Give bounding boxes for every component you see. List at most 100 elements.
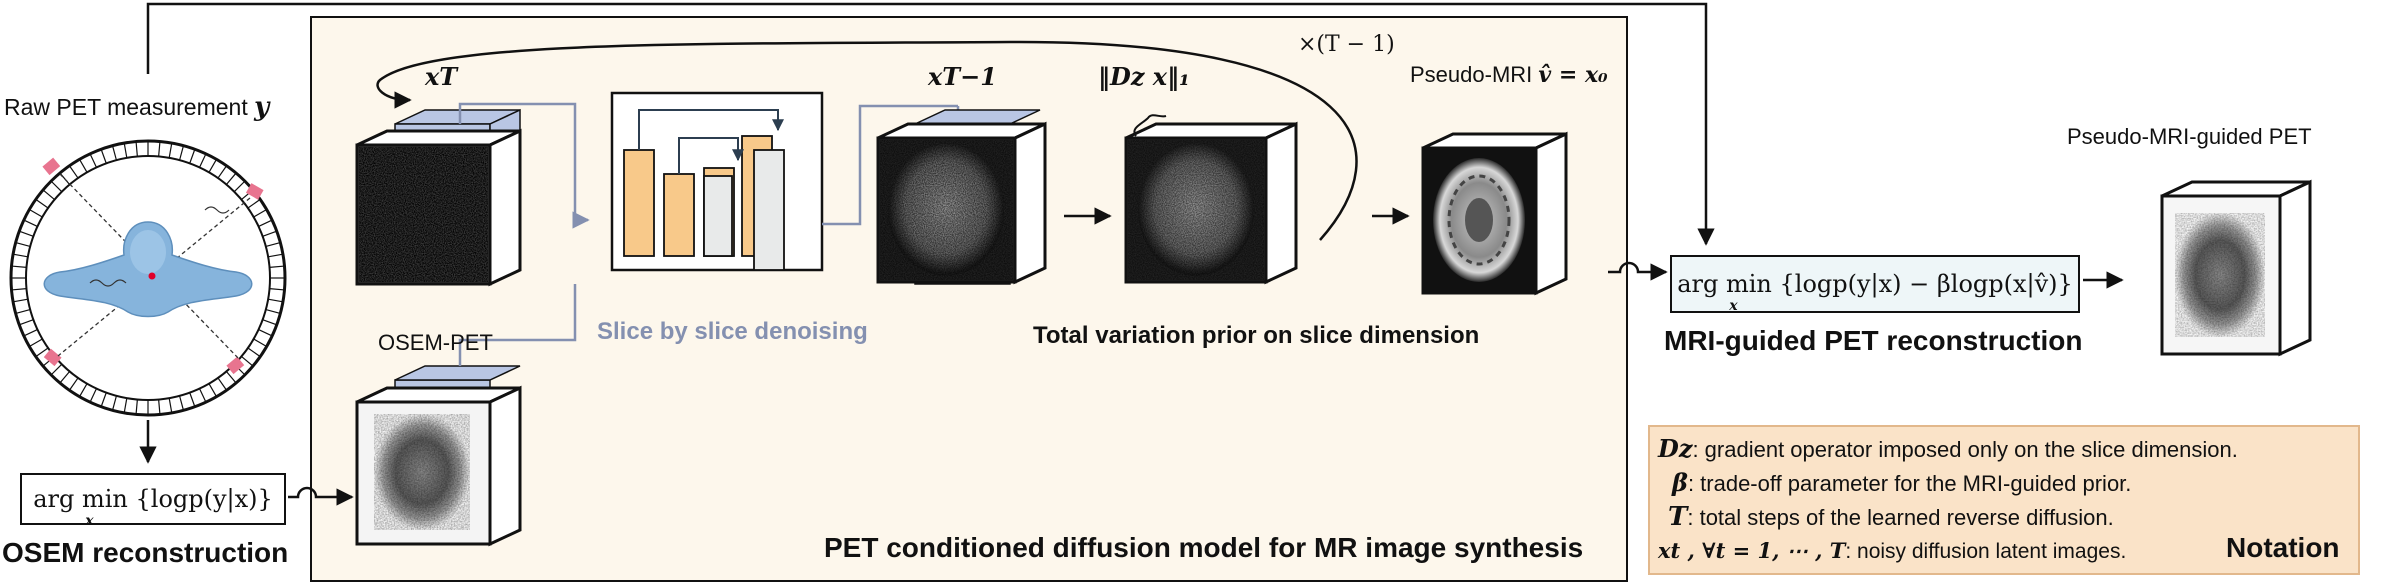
detector-tick (35, 347, 49, 358)
denoiser-to-xT1-connector (822, 104, 958, 226)
detector-tick (168, 142, 173, 158)
cube-xT (355, 108, 522, 287)
pseudo-mri-guided-pet-label: Pseudo-MRI-guided PET (2067, 124, 2312, 149)
raw-pet-text: Raw PET measurement (4, 94, 248, 120)
osem-condition-connector (458, 284, 577, 366)
detector-tick (29, 208, 43, 218)
detector-tick (265, 308, 281, 315)
detector-tick (178, 145, 185, 161)
notation-box (1648, 425, 2360, 575)
detector-tick (50, 363, 63, 376)
detector-tick (233, 180, 246, 193)
signal-squiggle-left (89, 279, 127, 287)
mri-guided-equation-text: arg min {logp(y|x) − βlogp(x|v̂)} (1677, 270, 2073, 298)
detector-tick (265, 241, 281, 248)
detector-tick (29, 338, 43, 348)
detector-tick (253, 208, 267, 218)
notation-title: Notation (2226, 532, 2340, 563)
detector-tick (23, 329, 38, 337)
cube-total-variation (1124, 121, 1298, 285)
mri-guided-recon-label: MRI-guided PET reconstruction (1664, 325, 2083, 356)
detector-tick (50, 180, 63, 193)
notation-text: : trade-off parameter for the MRI-guided… (1687, 471, 2132, 496)
tv-prior-label: Total variation prior on slice dimension (1033, 322, 1480, 349)
loop-count-label: ×(T − 1) (1298, 32, 1395, 57)
detector-tick (68, 165, 79, 179)
detector-tick (268, 298, 284, 303)
detector-tick (23, 219, 38, 227)
detector-tick (12, 253, 28, 258)
detector-tick (123, 142, 128, 158)
raw-pet-symbol: y (254, 92, 270, 122)
unet-denoiser (610, 91, 824, 272)
notation-symbol: β (1672, 468, 1688, 497)
mri-guided-equation-box: arg min {logp(y|x) − βlogp(x|v̂)} x (1670, 255, 2080, 314)
mri-guided-equation: arg min {logp(y|x) − βlogp(x|v̂)} x (1677, 270, 2073, 314)
notation-symbol: T (1668, 502, 1688, 532)
detector-tick (269, 265, 285, 268)
notation-text: : noisy diffusion latent images. (1845, 540, 2127, 563)
signal-squiggle-right (204, 206, 230, 214)
detector-tick (253, 338, 267, 348)
notation-symbol: Dz (1658, 434, 1693, 463)
osem-equation-box: arg min {logp(y|x)} x (20, 473, 286, 529)
detector-tick (158, 141, 161, 157)
detector-tick (59, 371, 71, 384)
detector-tick (78, 159, 88, 173)
detector-tick (268, 253, 284, 258)
detector-tick (258, 219, 273, 227)
osem-equation-text: arg min {logp(y|x)} (33, 485, 273, 513)
panel-title: PET conditioned diffusion model for MR i… (824, 532, 1584, 563)
detector-tick (89, 153, 97, 168)
cube-pseudo-mri-guided-pet (2160, 179, 2312, 357)
detector-tick (35, 198, 49, 209)
detector-tick (189, 392, 196, 407)
detector-tick (168, 398, 173, 414)
detector-tick (123, 398, 128, 414)
detector-tick (225, 172, 237, 185)
detector-tick (258, 329, 273, 337)
detector-tick (42, 189, 55, 201)
pseudo-mri-text: Pseudo-MRI (1410, 62, 1533, 87)
tv-norm-label: ‖Dz x‖₁ (1098, 62, 1190, 91)
detector-tick (217, 165, 228, 179)
pseudo-mri-eq: v̂ = x₀ (1538, 62, 1608, 88)
detector-tick (15, 241, 31, 248)
detector-tick (199, 388, 207, 403)
notation-symbol: xt , ∀t = 1, ⋯ , T (1658, 538, 1846, 563)
detector-tick (247, 198, 261, 209)
detector-tick (135, 141, 138, 157)
detector-tick (217, 377, 228, 391)
detector-tick (11, 288, 27, 291)
raw-pet-label: Raw PET measurement y (4, 92, 269, 122)
slice-denoising-label: Slice by slice denoising (597, 318, 868, 345)
detector-tick (100, 149, 107, 164)
notation-text: : total steps of the learned reverse dif… (1687, 505, 2114, 530)
osem-equation-sub: x (85, 513, 94, 529)
detector-tick (78, 383, 88, 397)
reverse-loop-arrow (376, 40, 1358, 241)
detector-tick (208, 159, 218, 173)
detector-tick (135, 399, 138, 415)
detector-tick (241, 355, 254, 367)
tv-brace (1133, 114, 1167, 137)
detector-tick (19, 230, 34, 237)
xT-minus-1-label: xT−1 (928, 62, 997, 91)
pseudo-mri-label: Pseudo-MRI v̂ = x₀ (1410, 62, 1608, 88)
detector-tick (68, 377, 79, 391)
osem-recon-label: OSEM reconstruction (2, 537, 289, 568)
notation-row-T: T: total steps of the learned reverse di… (1668, 502, 2114, 532)
notation-row-beta: β: trade-off parameter for the MRI-guide… (1672, 468, 2131, 497)
detector-tick (262, 319, 277, 326)
detector-tick (158, 399, 161, 415)
notation-list: Dz: gradient operator imposed only on th… (1658, 434, 2358, 574)
detector-tick (269, 288, 285, 291)
detector-tick (178, 395, 185, 411)
osem-pet-label: OSEM-PET (378, 330, 493, 355)
xT-to-denoiser-connector (458, 102, 590, 229)
detector-tick (262, 230, 277, 237)
notation-text: : gradient operator imposed only on the … (1692, 437, 2238, 462)
cube-xT-minus-1 (876, 109, 1047, 285)
osem-equation: arg min {logp(y|x)} x (33, 485, 273, 529)
